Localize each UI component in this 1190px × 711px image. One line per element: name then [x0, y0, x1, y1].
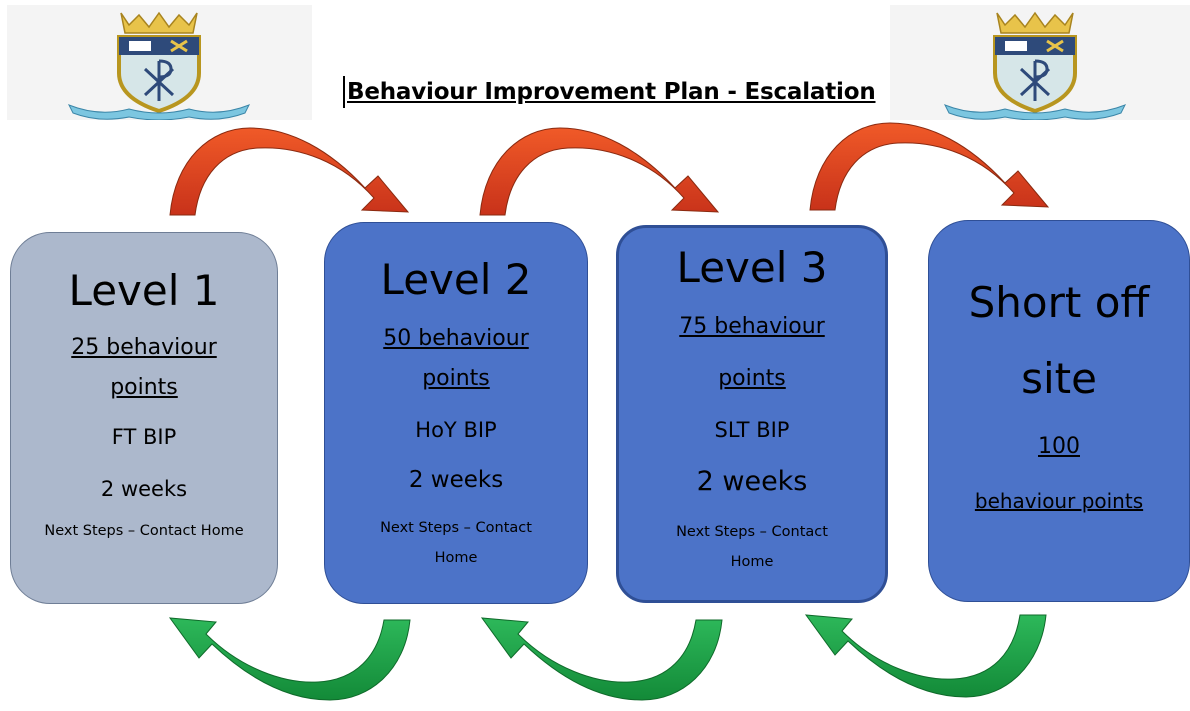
plan-label: FT BIP: [111, 425, 177, 449]
points-threshold-line2: behaviour points: [974, 489, 1144, 513]
points-threshold-line1: 100: [1038, 434, 1080, 459]
level-heading-line2: site: [1021, 354, 1097, 403]
level-heading: Level 2: [380, 255, 532, 304]
short-off-site-card: Short off site 100 behaviour points: [928, 220, 1190, 602]
plan-label: SLT BIP: [714, 418, 790, 442]
escalation-arrow-icon: [809, 122, 1050, 211]
level-heading: Level 1: [68, 266, 220, 315]
escalation-arrow-icon: [479, 127, 720, 216]
duration-label: 2 weeks: [696, 466, 808, 497]
school-crest-icon: [943, 11, 1127, 120]
points-threshold-line1: 50 behaviour: [383, 326, 529, 351]
deescalation-arrow-icon: [804, 614, 1047, 698]
duration-label: 2 weeks: [100, 477, 188, 501]
level-1-card: Level 1 25 behaviour points FT BIP 2 wee…: [10, 232, 278, 604]
next-steps-label-line2: Home: [730, 554, 774, 570]
next-steps-label: Next Steps – Contact: [676, 524, 828, 540]
next-steps-label: Next Steps – Contact Home: [44, 523, 244, 539]
points-threshold-line1: 75 behaviour: [679, 314, 825, 339]
next-steps-label: Next Steps – Contact: [380, 520, 532, 536]
duration-label: 2 weeks: [408, 467, 504, 493]
school-crest-icon: [67, 11, 251, 120]
level-heading-line1: Short off: [968, 278, 1150, 327]
school-crest-logo-right: [890, 5, 1190, 120]
school-crest-logo-left: [7, 5, 312, 120]
points-threshold-line2: points: [422, 366, 490, 391]
points-threshold-line1: 25 behaviour: [71, 335, 217, 360]
level-3-card: Level 3 75 behaviour points SLT BIP 2 we…: [616, 225, 888, 603]
points-threshold-line2: points: [110, 375, 178, 400]
plan-label: HoY BIP: [415, 418, 497, 442]
level-2-card: Level 2 50 behaviour points HoY BIP 2 we…: [324, 222, 588, 604]
escalation-arrow-icon: [169, 127, 410, 216]
page-title: Behaviour Improvement Plan - Escalation: [343, 76, 876, 108]
deescalation-arrow-icon: [480, 617, 723, 701]
next-steps-label-line2: Home: [434, 550, 478, 566]
level-heading: Level 3: [676, 243, 828, 292]
points-threshold-line2: points: [718, 366, 786, 391]
deescalation-arrow-icon: [168, 617, 411, 701]
